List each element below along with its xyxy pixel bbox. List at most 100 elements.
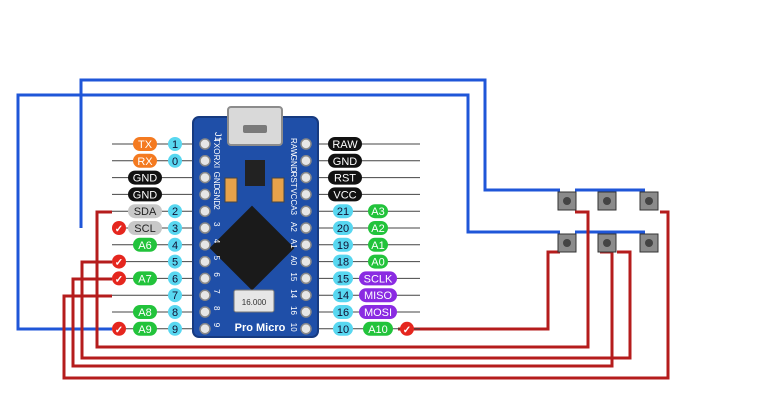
red-wire-b	[80, 250, 632, 360]
right-tag-0-bg	[328, 137, 362, 151]
switch-button	[563, 239, 571, 247]
left-pad-8	[199, 272, 211, 285]
right-tag-9-bg	[359, 288, 397, 303]
left-pad-1	[199, 155, 211, 167]
red-wires	[62, 210, 670, 380]
switch-r2c3	[639, 233, 659, 253]
right-pin-number-6: 19	[337, 240, 349, 252]
left-num-bg-1	[168, 153, 182, 168]
left-tag-3-bg	[128, 187, 162, 202]
right-tag-3-bg	[328, 187, 362, 202]
board-right-label-9: 14	[289, 289, 298, 298]
left-pin-number-0: 1	[172, 139, 178, 151]
board-left-label-9: 7	[212, 289, 221, 294]
left-tag-10-bg	[133, 305, 157, 319]
left-pin-number-7: 5	[172, 257, 178, 269]
left-pin-number-8: 6	[172, 273, 178, 285]
usb-port-slot	[243, 125, 267, 133]
switch-r2c2	[597, 233, 617, 253]
board-left-label-10: 8	[212, 306, 221, 311]
board-left-label-2: GND	[212, 172, 221, 190]
left-tag-1-bg	[133, 153, 157, 168]
left-pin-number-4: 2	[172, 206, 178, 218]
left-pad-5	[199, 222, 211, 234]
right-tag-4: A3	[371, 206, 384, 218]
switch-button	[603, 197, 611, 205]
left-tag-3: GND	[133, 189, 158, 201]
left-tag-6: A6	[138, 240, 151, 252]
board-left-label-5: 3	[212, 222, 221, 227]
check-left-5-dot	[112, 221, 126, 235]
right-tag-0: RAW	[332, 139, 358, 151]
right-tag-6-bg	[368, 237, 388, 252]
board-right-label-0: RAW	[289, 138, 298, 157]
left-pad-3	[199, 188, 211, 201]
right-tag-4-bg	[368, 204, 388, 219]
board-right-label-1: GND	[289, 155, 298, 173]
right-pad-6	[300, 239, 312, 251]
board-left-label-4: 2	[212, 205, 221, 210]
board-name: Pro Micro	[235, 322, 286, 334]
switch-button	[645, 197, 653, 205]
board-pads	[199, 138, 312, 335]
left-tag-8-bg	[133, 271, 157, 286]
right-tag-11-bg	[363, 321, 393, 336]
check-left-11: ✓	[115, 325, 123, 336]
board-right-label-2: RST	[289, 172, 298, 188]
red-wire-e	[398, 250, 560, 331]
right-pin-number-9: 14	[337, 290, 349, 302]
board-left-label-8: 6	[212, 272, 221, 277]
left-pad-6	[199, 239, 211, 251]
left-tag-10: A8	[138, 307, 151, 319]
led-1	[224, 177, 238, 203]
right-pad-9	[300, 289, 312, 301]
board-left-label-3: GND	[212, 188, 221, 206]
right-pad-7	[300, 255, 312, 268]
right-pad-11	[300, 323, 312, 335]
right-pad-0	[300, 138, 312, 150]
left-num-bg-6	[168, 237, 182, 252]
left-pin-number-5: 3	[172, 223, 178, 235]
left-tag-2: GND	[133, 173, 158, 185]
left-tag-2-bg	[128, 170, 162, 185]
board-right-label-11: 10	[289, 323, 298, 332]
board-left-label-6: 4	[212, 239, 221, 244]
switch-r1c3	[639, 191, 659, 211]
left-tag-8: A7	[138, 273, 151, 285]
left-num-bg-7	[168, 254, 182, 269]
right-tag-7-bg	[368, 254, 388, 269]
switch-matrix	[557, 191, 659, 253]
right-pad-3	[300, 188, 312, 201]
right-pin-number-10: 16	[337, 307, 349, 319]
right-tag-5-bg	[368, 221, 388, 235]
right-num-bg-9	[333, 288, 353, 303]
left-pin-number-6: 4	[172, 240, 178, 252]
right-num-bg-11	[333, 321, 353, 336]
left-tag-11: A9	[138, 324, 151, 336]
left-num-bg-9	[168, 288, 182, 303]
check-left-8-dot	[112, 271, 126, 286]
blue-wire-col1	[79, 78, 560, 228]
right-tag-10-bg	[359, 305, 397, 319]
left-pin-number-9: 7	[172, 290, 178, 302]
right-pin-number-5: 20	[337, 223, 349, 235]
board-left-label-1: RXI	[212, 155, 221, 168]
right-pin-number-11: 10	[337, 324, 349, 336]
led-2	[271, 177, 285, 203]
left-tag-1: RX	[137, 156, 153, 168]
left-num-bg-4	[168, 204, 182, 219]
right-tag-1: GND	[333, 156, 358, 168]
right-pin-number-8: 15	[337, 273, 349, 285]
right-pad-10	[300, 306, 312, 318]
left-pin-number-11: 9	[172, 324, 178, 336]
switch-button	[645, 239, 653, 247]
left-pad-10	[199, 306, 211, 318]
board-right-label-7: A0	[289, 256, 298, 266]
left-pad-2	[199, 171, 211, 184]
right-tag-6: A1	[371, 240, 384, 252]
left-tag-0-bg	[133, 137, 157, 151]
left-pad-7	[199, 255, 211, 268]
